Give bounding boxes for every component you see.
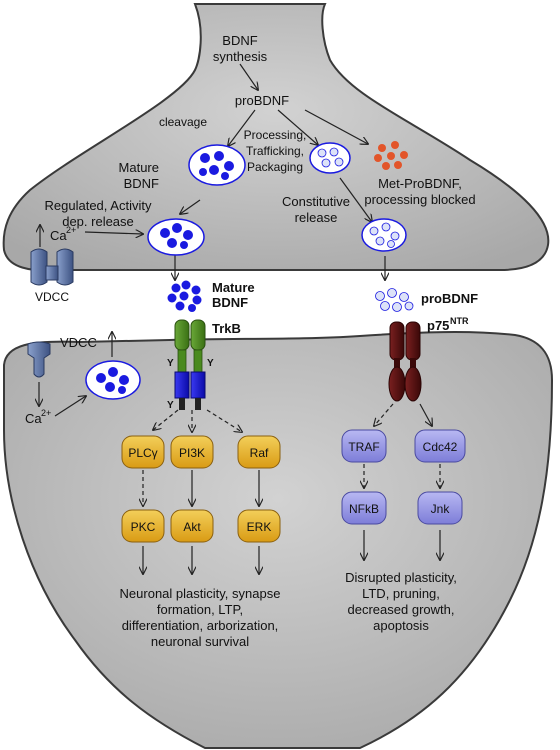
right-outcome-line-2: LTD, pruning,: [362, 586, 440, 601]
right-outcome-line-3: decreased growth,: [348, 602, 455, 617]
left-outcome-line-3: differentiation, arborization,: [122, 618, 279, 633]
svg-text:PKC: PKC: [131, 520, 156, 534]
vdcc-channel-top: [30, 248, 74, 286]
svg-text:PLCγ: PLCγ: [128, 446, 157, 460]
svg-text:Raf: Raf: [250, 446, 269, 460]
mature-bdnf-bold-label-2: BDNF: [212, 295, 248, 310]
vdcc-channel-bottom: [27, 341, 51, 378]
mature-bdnf-bold-label-1: Mature: [212, 280, 255, 295]
right-outcome-line-1: Disrupted plasticity,: [345, 570, 457, 585]
y-label-1: Y: [167, 358, 174, 369]
akt-node: Akt: [170, 509, 214, 543]
ca-top-label: Ca: [50, 228, 67, 243]
bdnf-synthesis-label: BDNF: [222, 33, 257, 48]
y-label-2: Y: [207, 358, 214, 369]
bdnf-synthesis-label-2: synthesis: [213, 49, 268, 64]
left-outcome-line-1: Neuronal plasticity, synapse: [120, 586, 281, 601]
constitutive-release-label-1: Constitutive: [282, 194, 350, 209]
processing-label-3: Packaging: [247, 160, 303, 174]
pi3k-node: PI3K: [170, 435, 214, 469]
trkb-label: TrkB: [212, 321, 241, 336]
met-probdnf-label-2: processing blocked: [364, 192, 475, 207]
vdcc-bottom-label: VDCC: [60, 335, 97, 350]
svg-text:NFkB: NFkB: [349, 502, 379, 516]
ca-top-superscript: 2+: [66, 225, 76, 235]
svg-text:TRAF: TRAF: [348, 440, 379, 454]
plcg-node: PLCγ: [121, 435, 165, 469]
svg-text:ERK: ERK: [247, 520, 272, 534]
erk-node: ERK: [237, 509, 281, 543]
nfkb-node: NFkB: [341, 491, 387, 525]
cdc42-node: Cdc42: [414, 429, 466, 463]
mature-bdnf-release-vesicle: [147, 218, 205, 256]
processing-label-1: Processing,: [244, 128, 307, 142]
left-outcome-line-4: neuronal survival: [151, 634, 249, 649]
raf-node: Raf: [237, 435, 281, 469]
svg-text:Cdc42: Cdc42: [423, 440, 458, 454]
svg-text:PI3K: PI3K: [179, 446, 205, 460]
postsynaptic-mature-bdnf-vesicle: [85, 360, 141, 400]
probdnf-release-vesicle: [361, 218, 407, 252]
mature-bdnf-label-2: BDNF: [124, 176, 159, 191]
p75-superscript: NTR: [450, 316, 469, 326]
cleavage-label: cleavage: [159, 115, 207, 129]
met-probdnf-label-1: Met-ProBDNF,: [378, 176, 462, 191]
vdcc-top-label: VDCC: [35, 290, 69, 304]
p75-label: p75: [427, 318, 449, 333]
svg-text:Akt: Akt: [183, 520, 201, 534]
met-probdnf-dots: [374, 141, 408, 170]
trkb-receptor: [174, 319, 206, 410]
mature-bdnf-vesicle: [188, 144, 246, 186]
regulated-release-label-1: Regulated, Activity: [45, 198, 152, 213]
presynaptic-terminal: [2, 3, 550, 272]
probdnf-top-label: proBDNF: [235, 93, 289, 108]
regulated-release-label-2: dep. release: [62, 214, 134, 229]
mature-bdnf-label-1: Mature: [119, 160, 159, 175]
right-outcome-line-4: apoptosis: [373, 618, 429, 633]
traf-node: TRAF: [341, 429, 387, 463]
jnk-node: Jnk: [417, 491, 463, 525]
probdnf-vesicle-top: [309, 142, 351, 174]
ca-bottom-label: Ca: [25, 411, 42, 426]
pkc-node: PKC: [121, 509, 165, 543]
svg-text:Jnk: Jnk: [431, 502, 451, 516]
ca-bottom-superscript: 2+: [41, 408, 51, 418]
constitutive-release-label-2: release: [295, 210, 338, 225]
p75ntr-receptor: [388, 321, 422, 402]
postsynaptic-terminal: [3, 331, 554, 749]
processing-label-2: Trafficking,: [246, 144, 304, 158]
y-label-3: Y: [167, 400, 174, 411]
probdnf-bold-label: proBDNF: [421, 291, 478, 306]
left-outcome-line-2: formation, LTP,: [157, 602, 243, 617]
released-probdnf: [375, 288, 414, 312]
released-mature-bdnf: [167, 280, 202, 312]
